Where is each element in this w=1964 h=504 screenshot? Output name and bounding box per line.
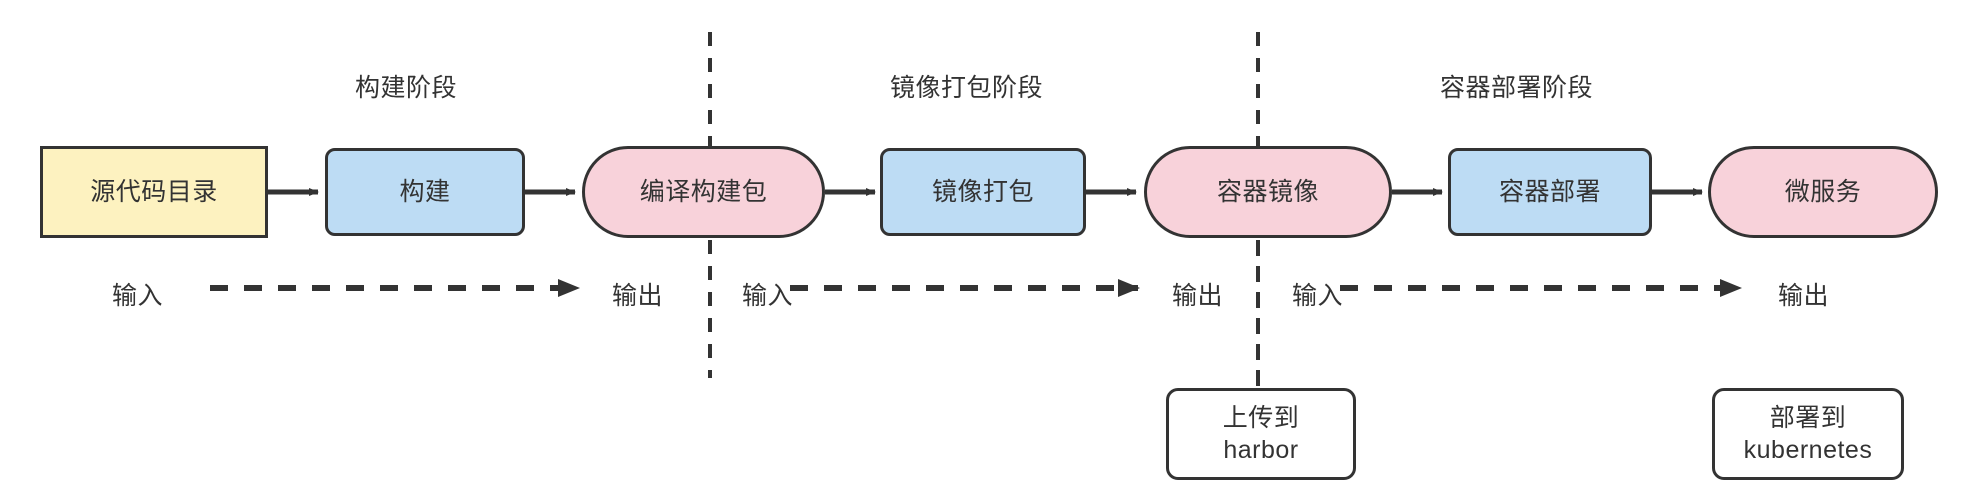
note-upload-harbor-line1: 上传到 xyxy=(1222,404,1300,432)
node-microservice[interactable]: 微服务 xyxy=(1708,146,1938,238)
phase-label-package: 镜像打包阶段 xyxy=(890,74,1044,102)
io-label-input-package: 输入 xyxy=(742,282,794,310)
phase-label-build: 构建阶段 xyxy=(355,74,458,102)
node-source-dir[interactable]: 源代码目录 xyxy=(40,146,268,238)
note-deploy-kubernetes[interactable]: 部署到 kubernetes xyxy=(1712,388,1904,480)
node-build[interactable]: 构建 xyxy=(325,148,525,236)
node-container-image[interactable]: 容器镜像 xyxy=(1144,146,1392,238)
note-upload-harbor[interactable]: 上传到 harbor xyxy=(1166,388,1356,480)
node-build-package[interactable]: 编译构建包 xyxy=(582,146,825,238)
io-label-input-build: 输入 xyxy=(112,282,164,310)
node-image-package[interactable]: 镜像打包 xyxy=(880,148,1086,236)
node-container-deploy[interactable]: 容器部署 xyxy=(1448,148,1652,236)
phase-label-deploy: 容器部署阶段 xyxy=(1440,74,1594,102)
io-label-output-build: 输出 xyxy=(612,282,664,310)
io-label-output-package: 输出 xyxy=(1172,282,1224,310)
note-deploy-kubernetes-line1: 部署到 xyxy=(1769,404,1847,432)
note-deploy-kubernetes-line2: kubernetes xyxy=(1743,436,1873,464)
io-label-output-deploy: 输出 xyxy=(1778,282,1830,310)
io-label-input-deploy: 输入 xyxy=(1292,282,1344,310)
note-upload-harbor-line2: harbor xyxy=(1223,436,1299,464)
